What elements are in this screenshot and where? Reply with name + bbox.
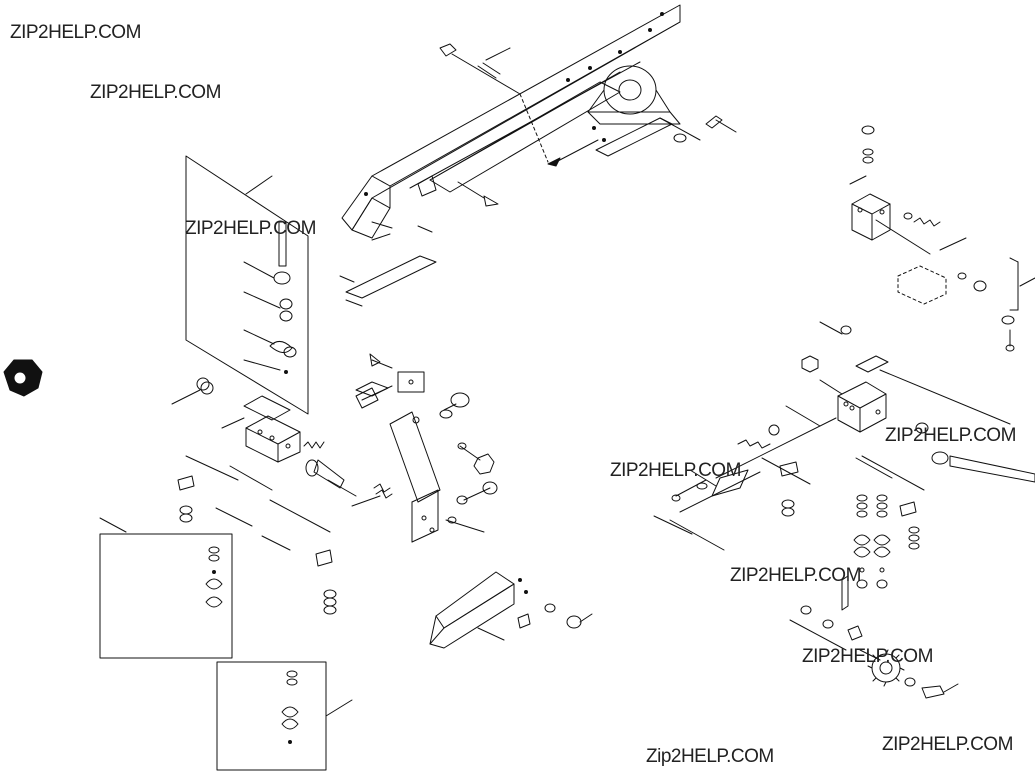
watermark-text: ZIP2HELP.COM <box>610 460 741 481</box>
watermark-text: ZIP2HELP.COM <box>185 218 316 239</box>
watermark-text: ZIP2HELP.COM <box>802 646 933 667</box>
inset-box-2 <box>216 661 353 771</box>
right-middle-assembly <box>653 321 1035 551</box>
left-panel <box>185 155 309 415</box>
watermark-text: ZIP2HELP.COM <box>90 82 221 103</box>
right-lower-cluster <box>789 455 959 699</box>
stamp-logo <box>3 359 43 397</box>
bottom-plate <box>429 571 593 649</box>
watermark-text: ZIP2HELP.COM <box>882 734 1013 755</box>
right-upper-assembly <box>849 125 1035 352</box>
watermark-text: ZIP2HELP.COM <box>885 425 1016 446</box>
frame-arm <box>339 4 737 307</box>
left-bracket <box>171 377 357 615</box>
watermark-text: Zip2HELP.COM <box>646 746 774 767</box>
center-support <box>351 353 498 543</box>
watermark-text: ZIP2HELP.COM <box>730 565 861 586</box>
inset-box-1 <box>99 517 233 659</box>
watermark-text: ZIP2HELP.COM <box>10 22 141 43</box>
